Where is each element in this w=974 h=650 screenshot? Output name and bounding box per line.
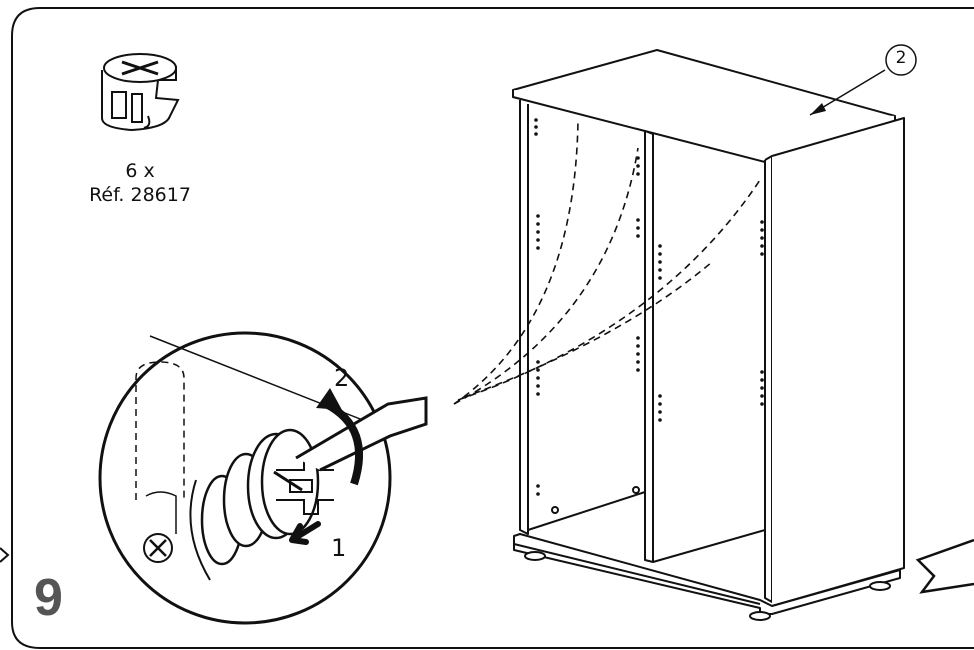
callout-arrowhead-icon <box>810 103 826 115</box>
screwdriver-turning-cam-lock-icon <box>324 400 364 486</box>
hardware-reference: Réf. 28617 <box>89 184 191 206</box>
cabinet-assembly-drawing <box>512 49 905 621</box>
action-step-2-label: 2 <box>334 364 350 392</box>
cam-lock-fitting-icon <box>101 53 180 132</box>
hardware-quantity: 6 x <box>125 160 155 182</box>
detail-pointer-lines <box>453 119 761 405</box>
next-page-arrow-icon <box>915 538 974 594</box>
action-step-1-label: 1 <box>331 534 347 562</box>
push-direction-arrow-icon <box>289 521 321 545</box>
previous-page-arrow-icon <box>0 547 10 563</box>
step-number: 9 <box>34 569 63 627</box>
shelf-pin-holes <box>534 118 764 496</box>
part-callout-number: 2 <box>895 48 907 68</box>
part-callout-circle <box>885 44 917 76</box>
page-frame <box>11 7 974 649</box>
screwdriver-shaft <box>295 396 428 472</box>
zoom-detail <box>98 331 428 625</box>
